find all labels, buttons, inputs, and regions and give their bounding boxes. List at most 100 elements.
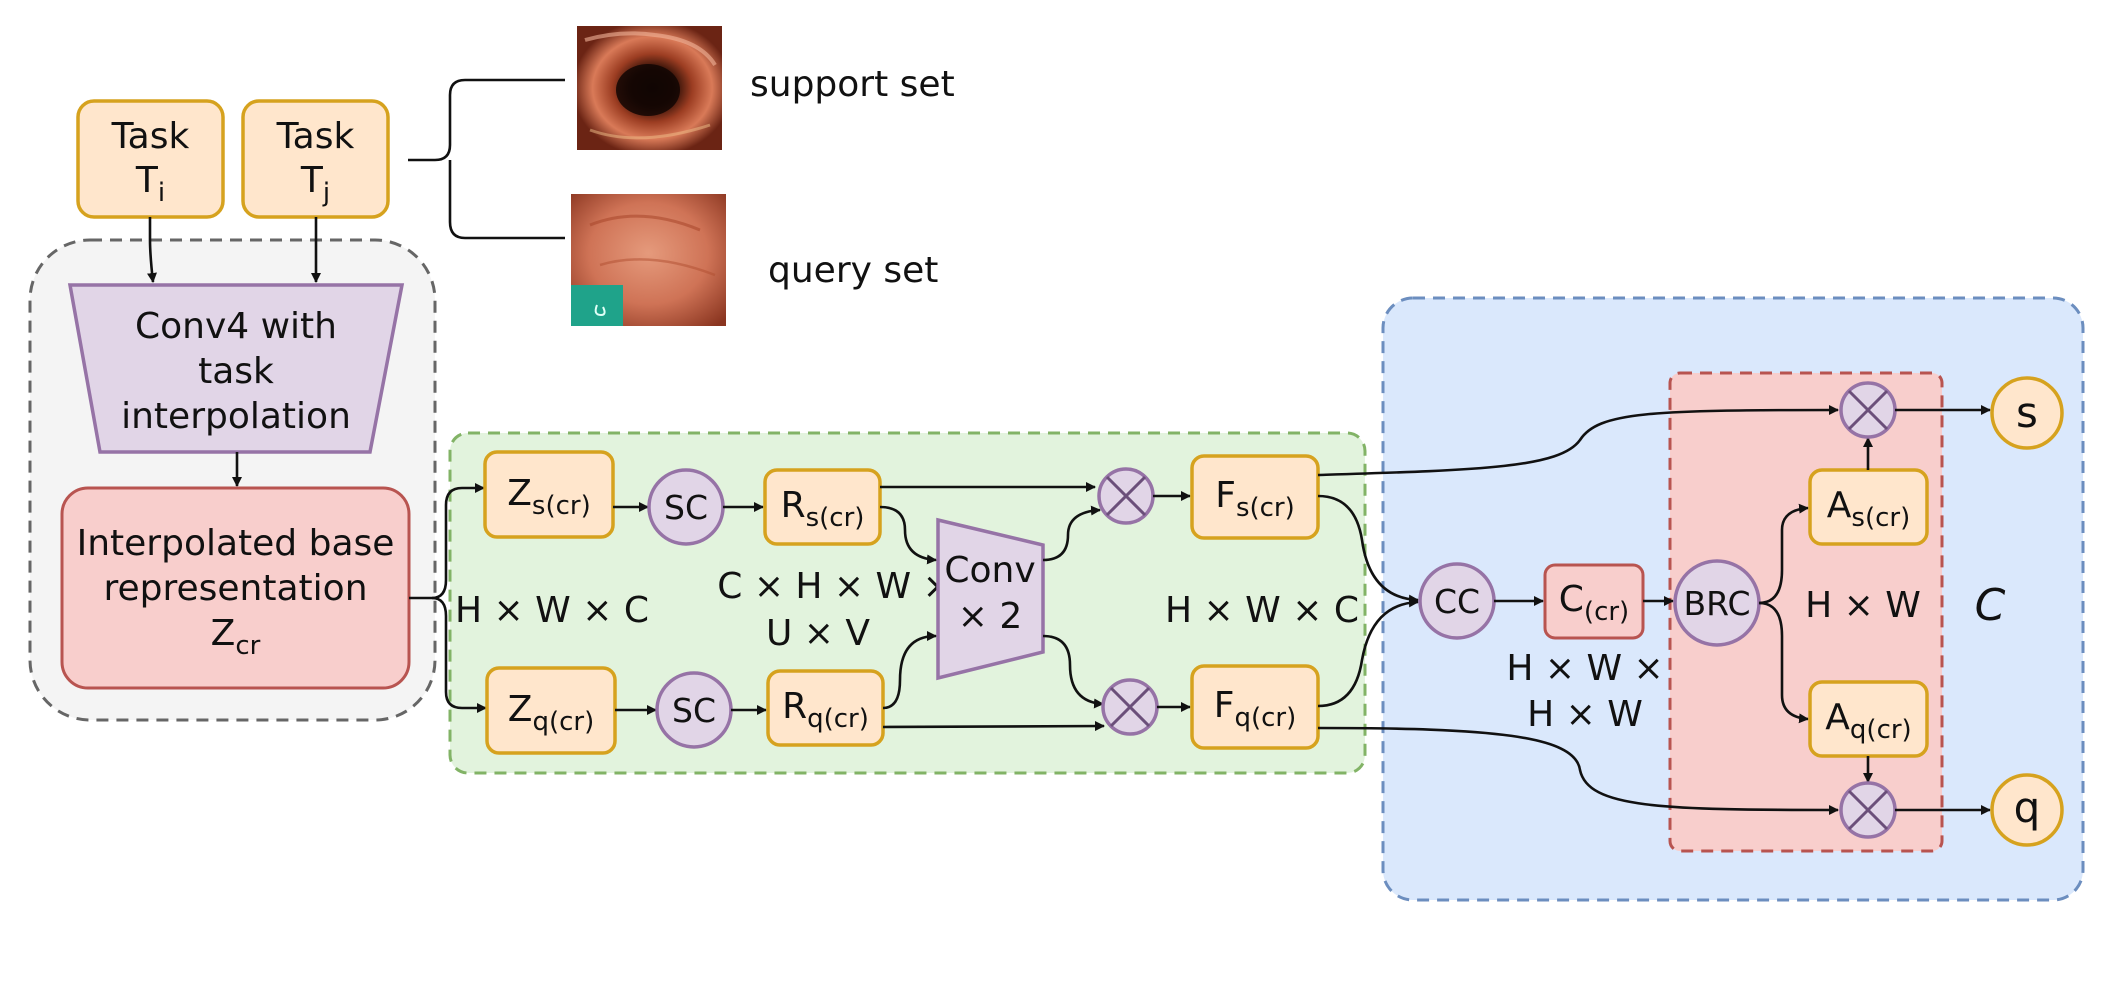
arrow-rq-mult-q — [882, 721, 1105, 732]
task-tj-box: Task Tj — [241, 99, 390, 219]
aq-node: Aq(cr) — [1808, 680, 1929, 758]
final-multiply-q-icon — [1839, 781, 1897, 839]
ibr-sub: cr — [235, 631, 260, 661]
arrow-brc-aq — [1758, 601, 1809, 724]
svg-text:Fq(cr): Fq(cr) — [1214, 685, 1297, 733]
ibr-line1: Interpolated base — [77, 523, 395, 564]
svg-text:Fs(cr): Fs(cr) — [1215, 475, 1295, 523]
fs-base: F — [1215, 475, 1236, 516]
multiply-s-icon — [1097, 467, 1155, 525]
as-sub: s(cr) — [1851, 503, 1910, 533]
support-set-label: support set — [750, 64, 955, 105]
task-ti-base: T — [135, 160, 159, 201]
cc-node: CC — [1418, 562, 1496, 640]
arrow-fq-final-mult — [1317, 726, 1839, 815]
ibr-base: Z — [211, 613, 236, 654]
zs-node: Zs(cr) — [483, 450, 615, 539]
output-q-node: q — [1990, 773, 2064, 847]
arrow-conv2-mult-q — [1042, 634, 1104, 709]
conv4-block: Conv4 with task interpolation — [67, 283, 405, 454]
ccr-base: C — [1559, 579, 1584, 620]
svg-text:Ti: Ti — [135, 160, 165, 208]
final-multiply-s-icon — [1839, 381, 1897, 439]
rq-node: Rq(cr) — [766, 669, 885, 747]
sc-q-node: SC — [655, 671, 733, 749]
conv4-line1: Conv4 with — [135, 306, 337, 347]
svg-text:Zcr: Zcr — [211, 613, 261, 661]
arrow-fq-cc — [1317, 597, 1419, 708]
zq-base: Z — [508, 689, 533, 730]
svg-text:Zs(cr): Zs(cr) — [507, 473, 591, 521]
dim-c: C — [1975, 580, 2006, 631]
svg-text:Rs(cr): Rs(cr) — [781, 485, 865, 533]
rs-node: Rs(cr) — [763, 468, 882, 546]
conv4-line2: task — [198, 351, 274, 392]
task-ti-box: Task Ti — [76, 99, 225, 219]
aq-base: A — [1825, 697, 1850, 738]
interpolated-base-representation: Interpolated base representation Zcr — [60, 486, 411, 690]
arrow-ibr-zs — [431, 483, 485, 600]
arrow-brc-as — [1758, 503, 1809, 605]
as-node: As(cr) — [1808, 468, 1929, 546]
rs-sub: s(cr) — [806, 503, 865, 533]
dim-hwc-left: H × W × C — [455, 590, 649, 631]
svg-text:C(cr): C(cr) — [1559, 579, 1629, 627]
sc-q-label: SC — [672, 691, 716, 730]
as-base: A — [1827, 485, 1852, 526]
fq-base: F — [1214, 685, 1235, 726]
arrow-rs-conv2 — [879, 505, 937, 565]
zs-base: Z — [507, 473, 532, 514]
svg-text:Tj: Tj — [300, 160, 330, 208]
brc-label: BRC — [1684, 584, 1751, 623]
svg-text:Zq(cr): Zq(cr) — [508, 689, 594, 737]
svg-text:Aq(cr): Aq(cr) — [1825, 697, 1911, 745]
ibr-line2: representation — [103, 568, 367, 609]
support-set-image — [577, 26, 722, 150]
conv2-line2: × 2 — [958, 596, 1023, 637]
brc-node: BRC — [1673, 559, 1761, 647]
dim-hwhw-line2: H × W — [1527, 694, 1643, 735]
task-tj-line1: Task — [276, 116, 355, 157]
rs-base: R — [781, 485, 806, 526]
query-set-image — [571, 194, 726, 326]
sc-s-node: SC — [647, 468, 725, 546]
output-s-node: s — [1990, 376, 2064, 450]
conv-x2-block: Conv × 2 — [936, 517, 1045, 681]
arrow-ibr-zq — [431, 596, 487, 713]
arrow-fs-final-mult — [1317, 405, 1839, 477]
zq-node: Zq(cr) — [485, 666, 617, 755]
output-s-label: s — [2016, 388, 2038, 437]
sc-s-label: SC — [664, 488, 708, 527]
task-brace — [408, 78, 565, 240]
fs-sub: s(cr) — [1236, 493, 1295, 523]
dim-hw: H × W — [1805, 585, 1921, 626]
arrow-conv2-mult-s — [1042, 505, 1101, 562]
fq-node: Fq(cr) — [1190, 664, 1320, 750]
conv4-line3: interpolation — [121, 396, 351, 437]
rq-sub: q(cr) — [807, 704, 869, 734]
aq-sub: q(cr) — [1850, 715, 1912, 745]
task-ti-line1: Task — [111, 116, 190, 157]
task-tj-base: T — [300, 160, 324, 201]
zs-sub: s(cr) — [532, 491, 591, 521]
dim-chw-line2: U × V — [766, 613, 870, 654]
dim-hwc-right: H × W × C — [1165, 590, 1359, 631]
dim-hwhw-line1: H × W × — [1506, 648, 1663, 689]
conv2-line1: Conv — [944, 550, 1035, 591]
arrow-ti-conv4 — [147, 217, 157, 283]
svg-text:As(cr): As(cr) — [1827, 485, 1910, 533]
arrow-fs-cc — [1317, 494, 1419, 605]
task-tj-sub: j — [322, 178, 330, 208]
cc-label: CC — [1434, 582, 1480, 621]
multiply-q-icon — [1101, 678, 1159, 736]
zq-sub: q(cr) — [532, 707, 594, 737]
output-q-label: q — [2014, 783, 2041, 832]
ccr-sub: (cr) — [1584, 597, 1629, 627]
arrow-rq-conv2 — [882, 631, 937, 710]
dim-chw-line1: C × H × W × — [717, 566, 953, 607]
svg-text:Rq(cr): Rq(cr) — [782, 686, 869, 734]
query-set-label: query set — [768, 250, 938, 291]
task-ti-sub: i — [158, 178, 165, 208]
ccr-node: C(cr) — [1543, 563, 1645, 640]
